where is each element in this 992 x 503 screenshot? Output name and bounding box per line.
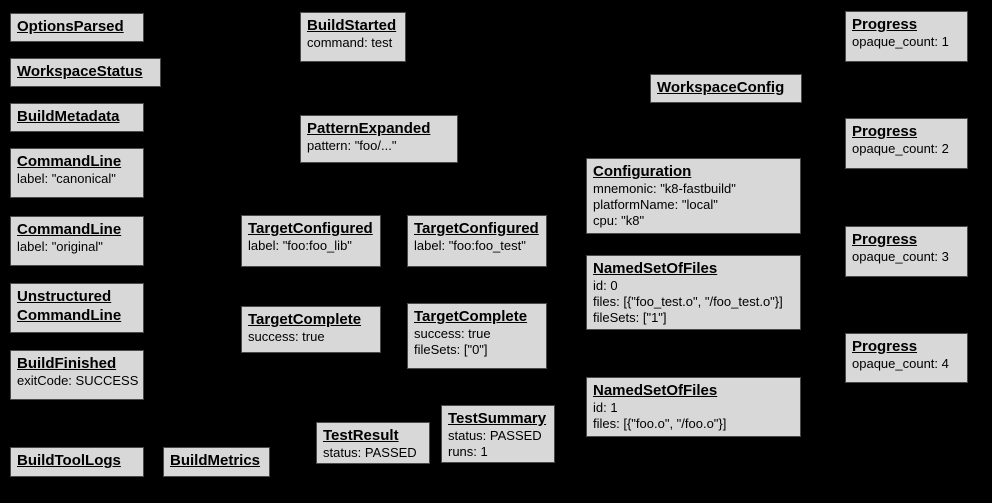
event-field: cpu: "k8": [593, 213, 645, 228]
event-title: TargetConfigured: [414, 220, 539, 237]
event-box-pattern-expanded: PatternExpanded pattern: "foo/...": [300, 115, 458, 163]
event-field: mnemonic: "k8-fastbuild": [593, 181, 736, 196]
event-field: files: [{"foo_test.o", "/foo_test.o"}]: [593, 294, 783, 309]
event-title: BuildFinished: [17, 355, 117, 372]
event-box-target-complete-foo-test: TargetComplete success: true fileSets: […: [407, 303, 547, 369]
event-field: label: "foo:foo_lib": [248, 238, 352, 253]
event-box-command-line-original: CommandLine label: "original": [10, 216, 144, 266]
event-title: TestSummary: [448, 410, 547, 427]
event-box-build-finished: BuildFinished exitCode: SUCCESS: [10, 350, 144, 400]
event-title: WorkspaceStatus: [17, 63, 143, 80]
event-box-test-summary: TestSummary status: PASSED runs: 1: [441, 405, 555, 463]
event-box-unstructured-command-line: Unstructured CommandLine: [10, 283, 144, 333]
event-field: opaque_count: 4: [852, 356, 949, 371]
event-field: pattern: "foo/...": [307, 138, 397, 153]
event-title: Progress: [852, 123, 918, 140]
event-box-named-set-of-files-0: NamedSetOfFiles id: 0 files: [{"foo_test…: [586, 255, 801, 330]
event-field: opaque_count: 1: [852, 34, 949, 49]
event-box-workspace-status: WorkspaceStatus: [10, 58, 161, 87]
event-box-progress-3: Progress opaque_count: 3: [845, 226, 968, 277]
event-field: success: true: [248, 329, 325, 344]
event-box-command-line-canonical: CommandLine label: "canonical": [10, 148, 144, 198]
event-box-workspace-config: WorkspaceConfig: [650, 74, 802, 103]
event-box-build-metrics: BuildMetrics: [163, 447, 270, 477]
event-title: WorkspaceConfig: [657, 79, 785, 96]
event-field: label: "foo:foo_test": [414, 238, 526, 253]
event-box-progress-1: Progress opaque_count: 1: [845, 11, 968, 62]
event-field: status: PASSED: [323, 445, 417, 460]
event-field: platformName: "local": [593, 197, 718, 212]
event-box-options-parsed: OptionsParsed: [10, 13, 144, 42]
event-title: Unstructured CommandLine: [17, 288, 122, 324]
event-title: BuildStarted: [307, 17, 397, 34]
event-title: PatternExpanded: [307, 120, 431, 137]
event-field: files: [{"foo.o", "/foo.o"}]: [593, 416, 727, 431]
event-field: opaque_count: 3: [852, 249, 949, 264]
event-title: CommandLine: [17, 153, 122, 170]
event-title: BuildToolLogs: [17, 452, 121, 469]
event-field: opaque_count: 2: [852, 141, 949, 156]
event-field: fileSets: ["0"]: [414, 342, 488, 357]
event-title: Progress: [852, 231, 918, 248]
event-box-target-configured-foo-test: TargetConfigured label: "foo:foo_test": [407, 215, 547, 267]
event-box-target-configured-foo-lib: TargetConfigured label: "foo:foo_lib": [241, 215, 381, 267]
event-box-progress-2: Progress opaque_count: 2: [845, 118, 968, 169]
event-field: runs: 1: [448, 444, 488, 459]
event-box-test-result: TestResult status: PASSED: [316, 422, 430, 464]
event-title: TargetComplete: [414, 308, 528, 325]
event-title: TestResult: [323, 427, 399, 444]
event-field: label: "canonical": [17, 171, 116, 186]
event-title: BuildMetrics: [170, 452, 261, 469]
event-title: NamedSetOfFiles: [593, 382, 718, 399]
event-box-build-started: BuildStarted command: test: [300, 12, 406, 62]
event-title: CommandLine: [17, 221, 122, 238]
event-box-progress-4: Progress opaque_count: 4: [845, 333, 968, 383]
event-title: Progress: [852, 16, 918, 33]
event-title: TargetConfigured: [248, 220, 373, 237]
event-box-configuration: Configuration mnemonic: "k8-fastbuild" p…: [586, 158, 801, 234]
event-field: id: 0: [593, 278, 618, 293]
event-box-build-tool-logs: BuildToolLogs: [10, 447, 144, 477]
event-title: TargetComplete: [248, 311, 362, 328]
event-title: BuildMetadata: [17, 108, 120, 125]
event-title: Configuration: [593, 163, 692, 180]
event-box-target-complete-foo-lib: TargetComplete success: true: [241, 306, 381, 353]
event-field: status: PASSED: [448, 428, 542, 443]
event-field: label: "original": [17, 239, 103, 254]
event-field: fileSets: ["1"]: [593, 310, 667, 325]
event-field: id: 1: [593, 400, 618, 415]
event-box-build-metadata: BuildMetadata: [10, 103, 144, 132]
event-field: exitCode: SUCCESS: [17, 373, 139, 388]
event-field: command: test: [307, 35, 393, 50]
event-title: OptionsParsed: [17, 18, 124, 35]
event-box-named-set-of-files-1: NamedSetOfFiles id: 1 files: [{"foo.o", …: [586, 377, 801, 437]
event-field: success: true: [414, 326, 491, 341]
event-title: NamedSetOfFiles: [593, 260, 718, 277]
event-title: Progress: [852, 338, 918, 355]
